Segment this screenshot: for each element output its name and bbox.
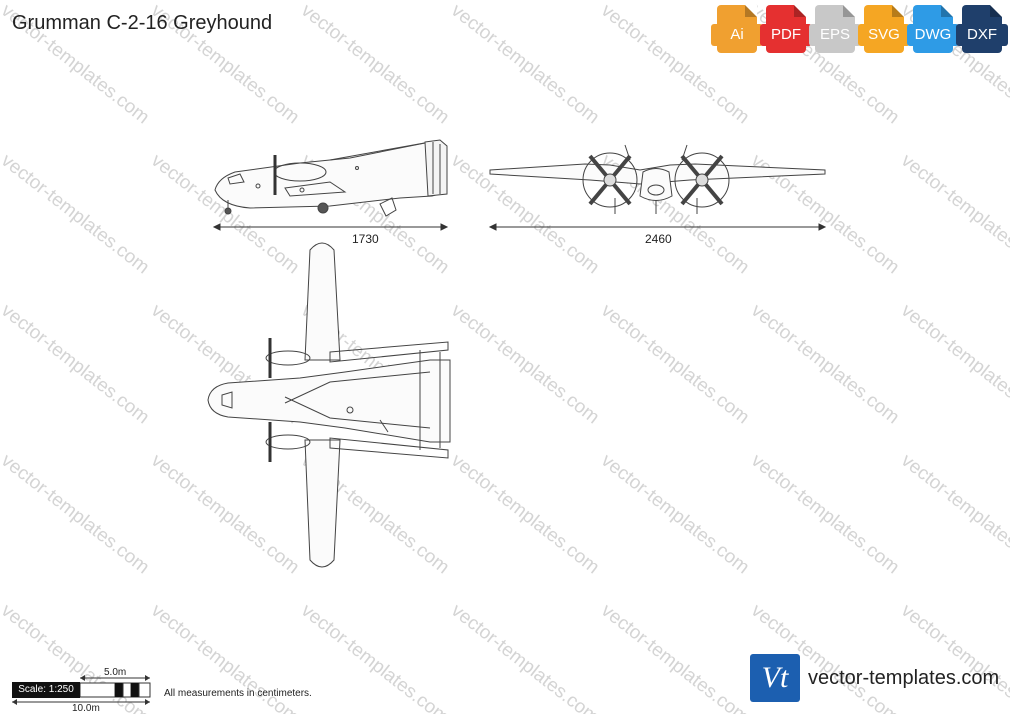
format-label: EPS <box>809 24 861 46</box>
pdf-file-icon[interactable]: PDF <box>760 5 812 53</box>
brand-name: vector-templates.com <box>808 666 1000 689</box>
vt-logo-icon: Vt <box>750 654 800 702</box>
top-view <box>207 242 451 568</box>
page-fold <box>990 5 1002 17</box>
front-view <box>489 144 826 214</box>
dxf-file-icon[interactable]: DXF <box>956 5 1008 53</box>
arrow-left-icon <box>212 223 221 231</box>
scale-large-label: 10.0m <box>72 703 100 714</box>
arrow-left-icon <box>488 223 497 231</box>
format-label: DWG <box>907 24 959 46</box>
page-fold <box>843 5 855 17</box>
page-title: Grumman C-2-16 Greyhound <box>12 12 273 34</box>
page-fold <box>892 5 904 17</box>
scale-small-label: 5.0m <box>104 667 126 678</box>
page-fold <box>745 5 757 17</box>
dwg-file-icon[interactable]: DWG <box>907 5 959 53</box>
page-fold <box>794 5 806 17</box>
span-label: 2460 <box>645 232 672 246</box>
format-label: PDF <box>760 24 812 46</box>
page-fold <box>941 5 953 17</box>
length-label: 1730 <box>352 232 379 246</box>
arrow-right-icon <box>818 223 827 231</box>
format-label: DXF <box>956 24 1008 46</box>
ai-file-icon[interactable]: Ai <box>711 5 763 53</box>
brand[interactable]: Vt vector-templates.com <box>750 654 999 702</box>
eps-file-icon[interactable]: EPS <box>809 5 861 53</box>
arrow-right-icon <box>440 223 449 231</box>
scale-ratio: Scale: 1:250 <box>12 682 80 698</box>
format-label: SVG <box>858 24 910 46</box>
side-view <box>214 139 448 217</box>
format-label: Ai <box>711 24 763 46</box>
scale-bar: 5.0m 10.0m <box>12 667 151 714</box>
measurement-note: All measurements in centimeters. <box>164 688 312 699</box>
svg-file-icon[interactable]: SVG <box>858 5 910 53</box>
